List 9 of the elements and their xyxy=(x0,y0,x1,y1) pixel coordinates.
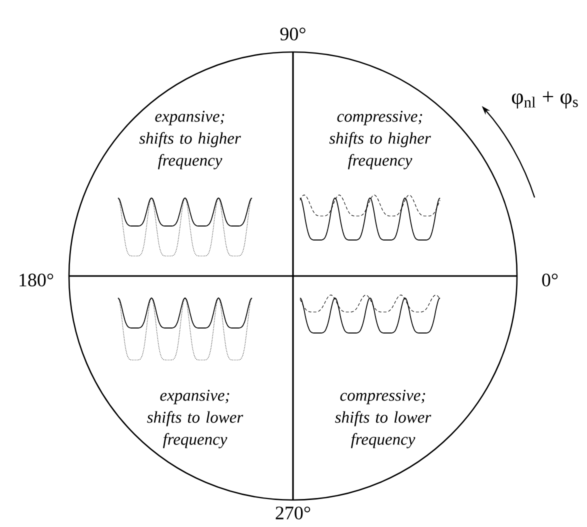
angle-label: 0° xyxy=(542,274,558,286)
phase-label: φ$_{nl}$ + φ$_{s}$ xyxy=(512,91,578,109)
angle-label: 90° xyxy=(280,28,306,40)
angle-label: 270° xyxy=(276,506,310,520)
quadrant-label: compressive; shifts to higher frequency xyxy=(329,110,431,170)
quadrant-label: expansive; shifts to higher frequency xyxy=(139,110,241,170)
quadrant-label: expansive; shifts to lower frequency xyxy=(147,390,244,448)
quadrant-label: compressive; shifts to lower frequency xyxy=(335,390,432,448)
angle-label: 180° xyxy=(20,274,54,286)
